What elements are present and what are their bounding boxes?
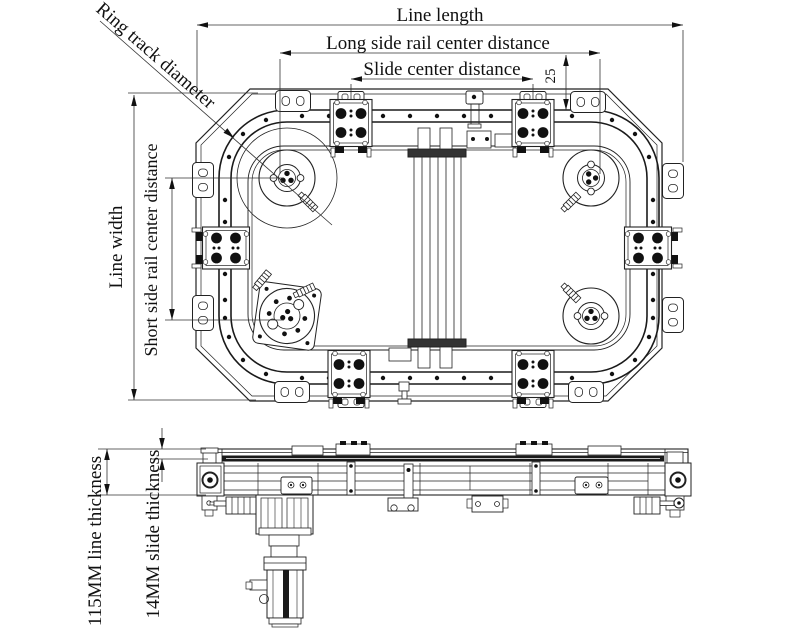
mount-tab-right-upper xyxy=(662,163,684,199)
frame-outline xyxy=(195,88,663,402)
dim-line-length: Line length xyxy=(196,5,684,162)
dim-long-side-rail: Long side rail center distance xyxy=(279,33,601,174)
mount-tab-bottom-right xyxy=(568,381,604,403)
slide-carriage-left xyxy=(191,226,251,270)
left-actuator xyxy=(209,496,257,515)
dim-short-side-rail: Short side rail center distance xyxy=(141,144,284,357)
hanging-bracket-2 xyxy=(466,495,509,513)
left-end-cap xyxy=(196,447,225,517)
dim-offset-25: 25 xyxy=(543,55,569,110)
hanging-bracket-1 xyxy=(387,463,419,512)
right-actuator xyxy=(633,496,685,515)
line-thickness-label: 115MM line thickness xyxy=(85,456,106,626)
line-width-label: Line width xyxy=(106,205,127,288)
side-carriage-plates xyxy=(280,476,609,495)
bottom-center-hanger xyxy=(397,381,412,405)
mount-tab-right-lower xyxy=(662,297,684,333)
ring-track-label: Ring track diameter xyxy=(92,0,220,114)
slide-thickness-label: 14MM slide thickness xyxy=(143,450,164,619)
center-beam xyxy=(388,127,517,369)
mount-tab-bottom-left xyxy=(274,381,310,403)
slide-carriage-top-2 xyxy=(511,98,555,158)
dim-line-width: Line width xyxy=(106,92,258,401)
offset-25-label: 25 xyxy=(543,69,559,84)
support-posts xyxy=(346,461,541,496)
slide-carriage-right xyxy=(623,226,683,270)
short-side-rail-label: Short side rail center distance xyxy=(141,144,161,357)
motor-assembly xyxy=(245,494,314,628)
slide-center-label: Slide center distance xyxy=(363,59,520,80)
mount-tab-left-lower xyxy=(192,295,214,331)
mount-tab-left-upper xyxy=(192,162,214,198)
drive-plate xyxy=(252,281,322,351)
dim-slide-center: Slide center distance xyxy=(350,59,534,99)
side-view xyxy=(196,441,692,628)
right-end-cap xyxy=(664,451,692,518)
side-top-plates xyxy=(291,441,622,456)
sensor-bracket xyxy=(465,90,484,129)
dim-line-thickness: 115MM line thickness xyxy=(85,448,206,626)
long-side-rail-label: Long side rail center distance xyxy=(326,33,550,54)
line-length-label: Line length xyxy=(396,5,484,26)
dim-slide-thickness: 14MM slide thickness xyxy=(143,428,208,618)
mount-tab-top-left xyxy=(275,90,311,112)
slide-carriage-top-1 xyxy=(329,98,373,158)
plan-view xyxy=(191,88,684,409)
